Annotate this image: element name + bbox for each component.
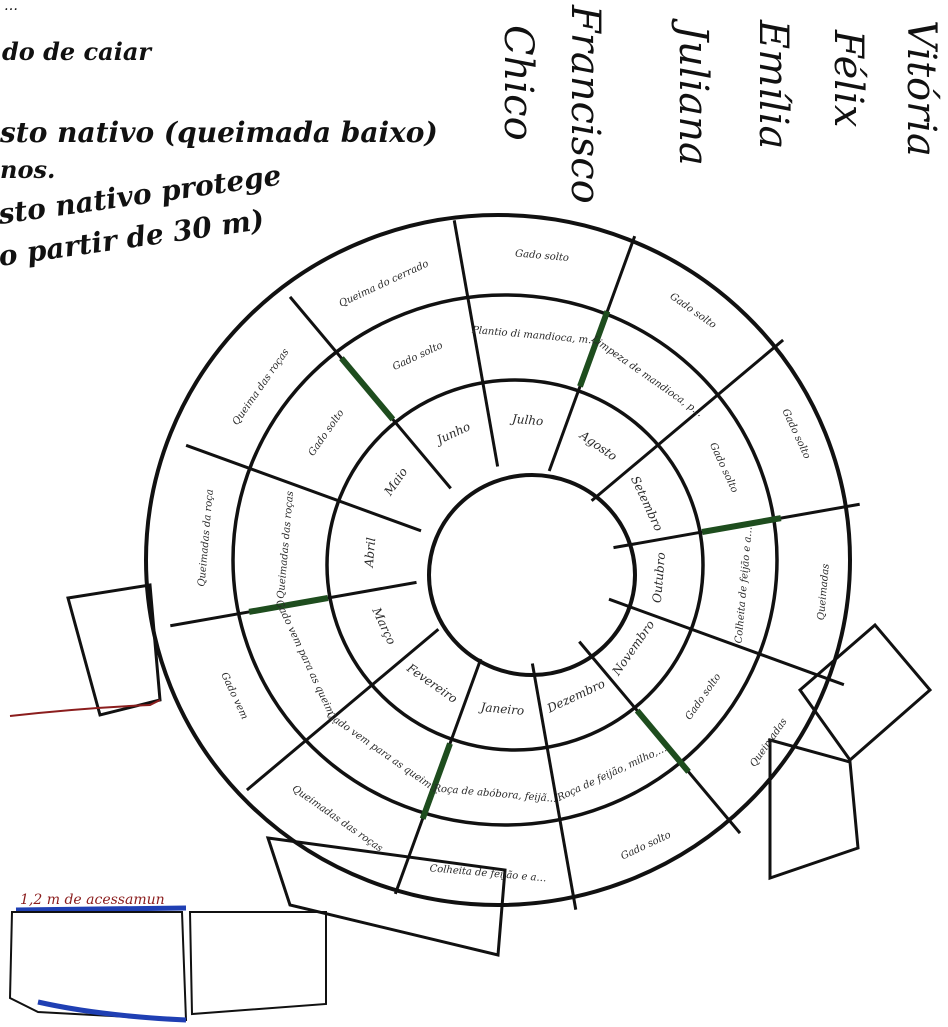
extension-flap-bottom [268,838,505,955]
legend-box-left [10,912,186,1020]
legend-blue-line-top [16,908,186,910]
name-francisco: Francisco [562,4,608,204]
month-label: Agosto [577,428,620,464]
ring2-label: Gado solto [391,340,445,373]
month-label: Junho [432,419,473,448]
ring2-label: Gado solto [707,441,740,495]
ring3-label: Gado solto [668,291,719,331]
month-label: Julho [508,411,543,428]
month-label: Janeiro [477,700,525,718]
extension-flap-left [68,585,160,715]
ring3-label: Queima das roças [231,347,292,427]
name-vitoria: Vitória [898,20,944,157]
month-label: Setembro [628,474,666,534]
ring3-label: Gado solto [780,407,813,461]
ring2-label: Gado vem para as queim… [273,598,340,726]
ring2-label: Gado solto [683,672,723,723]
note-line-1: do de caiar [2,37,153,66]
extension-flap-right-1 [800,625,930,760]
red-line [10,700,160,716]
participant-names: Chico Francisco Juliana Emília Félix Vit… [495,4,944,204]
name-chico: Chico [495,25,541,141]
legend-box-right [190,912,326,1014]
ring2-label: Limpeza de mandioca, p… [588,333,704,419]
month-label: Dezembro [544,676,607,715]
ring3-label: Queimadas da roça [196,489,215,587]
ring2-label: Gado solto [307,408,347,459]
center-circle [429,475,635,675]
ring2-label: Queimadas das roças [276,491,296,600]
legend-label: 1,2 m de acessamun [20,892,165,908]
ring2-label: Roça de abóbora, feijã… [432,783,557,805]
month-label: Outubro [650,552,668,604]
note-line-2b: nos. [0,155,55,184]
name-emilia: Emília [750,19,796,149]
ring2-label: Roça de feijão, milho,… [555,743,669,804]
month-label: Maio [381,465,411,499]
ring3-label: Gado solto [515,248,570,264]
note-line-2: sto nativo (queimada baixo) [0,116,438,149]
legend-blue-line-bottom [38,1002,186,1020]
note-top: … [4,0,18,14]
ring3-label: Gado vem [218,671,249,722]
month-label: Março [369,604,399,646]
notes: … do de caiar sto nativo (queimada baixo… [0,0,438,273]
ring3-label: Gado solto [619,830,673,863]
month-label: Abril [362,537,379,569]
ring2-label: Colheita de feijão e a… [734,526,755,644]
scale-legend: 1,2 m de acessamun [10,700,326,1020]
ring3-label: Queima do cerrado [338,258,431,309]
green-mark [702,518,781,532]
green-mark [341,358,392,419]
ring3-label: Queimadas [816,563,832,620]
ring2-label: Gado vem para as queim… [324,710,442,797]
name-juliana: Juliana [670,18,716,166]
name-felix: Félix [825,29,871,127]
month-label: Fevereiro [403,660,460,705]
ring2-label: Plantio di mandioca, m… [471,325,599,347]
